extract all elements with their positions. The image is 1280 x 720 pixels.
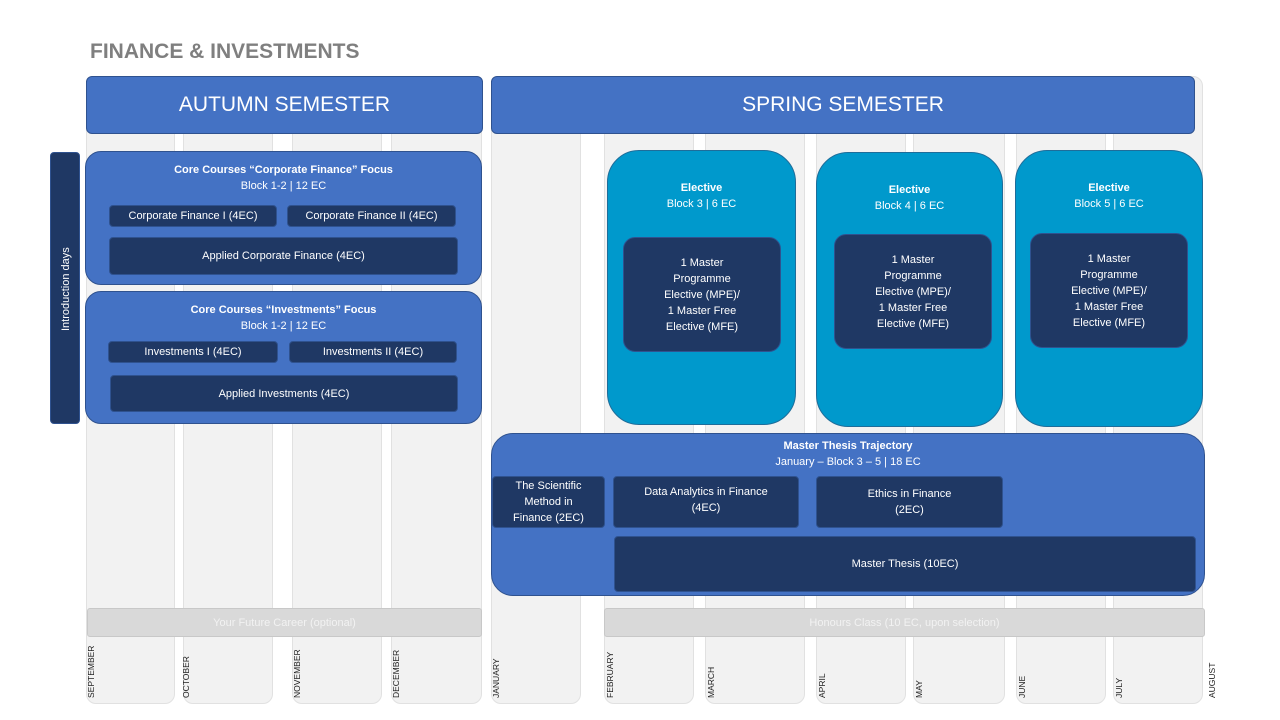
elective-4-line-4: 1 Master Free [878, 301, 948, 314]
month-label-september: SEPTEMBER [86, 645, 96, 698]
future-career-bar: Your Future Career (optional) [87, 608, 482, 637]
course-master-thesis: Master Thesis (10EC) [614, 536, 1196, 592]
core-inv-header: Core Courses “Investments” Focus Block 1… [86, 302, 481, 334]
elective-3-header: Elective Block 3 | 6 EC [608, 180, 795, 212]
elective-3-line-3: Elective (MPE)/ [664, 288, 740, 301]
core-cf-header: Core Courses “Corporate Finance” Focus B… [86, 162, 481, 194]
elective-3-line-1: 1 Master [680, 256, 724, 269]
elective-4-line-3: Elective (MPE)/ [875, 285, 951, 298]
course-scientific-method: The Scientific Method in Finance (2EC) [492, 476, 605, 528]
elective-3-title: Elective [680, 182, 723, 194]
month-label-february: FEBRUARY [605, 651, 615, 698]
elective-5-line-2: Programme [1080, 268, 1138, 281]
elective-5-options: 1 Master Programme Elective (MPE)/ 1 Mas… [1030, 233, 1188, 348]
elective-5-line-1: 1 Master [1087, 252, 1131, 265]
course-corporate-finance-2: Corporate Finance II (4EC) [287, 205, 456, 227]
month-label-december: DECEMBER [391, 649, 401, 698]
analytics-line-1: Data Analytics in Finance [644, 486, 768, 498]
core-cf-title: Core Courses “Corporate Finance” Focus [174, 164, 393, 176]
course-investments-1: Investments I (4EC) [108, 341, 278, 363]
elective-4-line-5: Elective (MFE) [876, 317, 950, 330]
elective-4-title: Elective [888, 184, 931, 196]
month-label-may: MAY [914, 680, 924, 698]
course-applied-investments: Applied Investments (4EC) [110, 375, 458, 412]
scientific-line-3: Finance (2EC) [513, 512, 584, 524]
elective-4-block: Block 4 | 6 EC [874, 200, 945, 212]
course-ethics: Ethics in Finance (2EC) [816, 476, 1003, 528]
autumn-semester-header: AUTUMN SEMESTER [86, 76, 483, 134]
course-applied-corporate-finance: Applied Corporate Finance (4EC) [109, 237, 458, 275]
elective-4-header: Elective Block 4 | 6 EC [817, 182, 1002, 214]
ethics-line-1: Ethics in Finance [867, 488, 952, 500]
elective-3-options: 1 Master Programme Elective (MPE)/ 1 Mas… [623, 237, 781, 352]
scientific-line-2: Method in [524, 496, 573, 508]
analytics-line-2: (4EC) [691, 502, 721, 514]
elective-5-block: Block 5 | 6 EC [1074, 198, 1144, 210]
thesis-title: Master Thesis Trajectory [783, 440, 913, 452]
page-title: FINANCE & INVESTMENTS [90, 40, 360, 63]
elective-5-line-3: Elective (MPE)/ [1071, 284, 1147, 297]
elective-4-options: 1 Master Programme Elective (MPE)/ 1 Mas… [834, 234, 992, 349]
month-label-june: JUNE [1017, 675, 1027, 698]
spring-semester-header: SPRING SEMESTER [491, 76, 1195, 134]
elective-3-line-4: 1 Master Free [667, 304, 737, 317]
elective-3-line-5: Elective (MFE) [665, 320, 739, 333]
core-inv-title: Core Courses “Investments” Focus [190, 304, 377, 316]
elective-4-line-2: Programme [884, 269, 942, 282]
scientific-line-1: The Scientific [515, 480, 582, 492]
elective-4-line-1: 1 Master [891, 253, 935, 266]
elective-5-title: Elective [1088, 182, 1130, 194]
ethics-line-2: (2EC) [895, 504, 924, 516]
course-investments-2: Investments II (4EC) [289, 341, 457, 363]
core-cf-block: Block 1-2 | 12 EC [240, 180, 327, 192]
introduction-days-bar: Introduction days [50, 152, 80, 424]
month-label-august: AUGUST [1207, 662, 1217, 698]
thesis-subtitle: January – Block 3 – 5 | 18 EC [775, 456, 921, 468]
honours-class-bar: Honours Class (10 EC, upon selection) [604, 608, 1205, 637]
introduction-days-label: Introduction days [60, 247, 72, 331]
elective-3-line-2: Programme [673, 272, 731, 285]
month-column-january [491, 76, 581, 704]
month-label-april: APRIL [817, 673, 827, 698]
elective-5-line-5: Elective (MFE) [1072, 316, 1146, 329]
thesis-header: Master Thesis Trajectory January – Block… [492, 438, 1204, 470]
core-inv-block: Block 1-2 | 12 EC [240, 320, 327, 332]
elective-5-line-4: 1 Master Free [1074, 300, 1144, 313]
month-label-january: JANUARY [491, 658, 501, 698]
elective-3-block: Block 3 | 6 EC [666, 198, 737, 210]
course-data-analytics: Data Analytics in Finance (4EC) [613, 476, 799, 528]
month-label-october: OCTOBER [181, 656, 191, 698]
elective-5-header: Elective Block 5 | 6 EC [1016, 180, 1202, 212]
month-label-july: JULY [1114, 677, 1124, 698]
month-label-march: MARCH [706, 666, 716, 698]
month-label-november: NOVEMBER [292, 649, 302, 698]
course-corporate-finance-1: Corporate Finance I (4EC) [109, 205, 277, 227]
